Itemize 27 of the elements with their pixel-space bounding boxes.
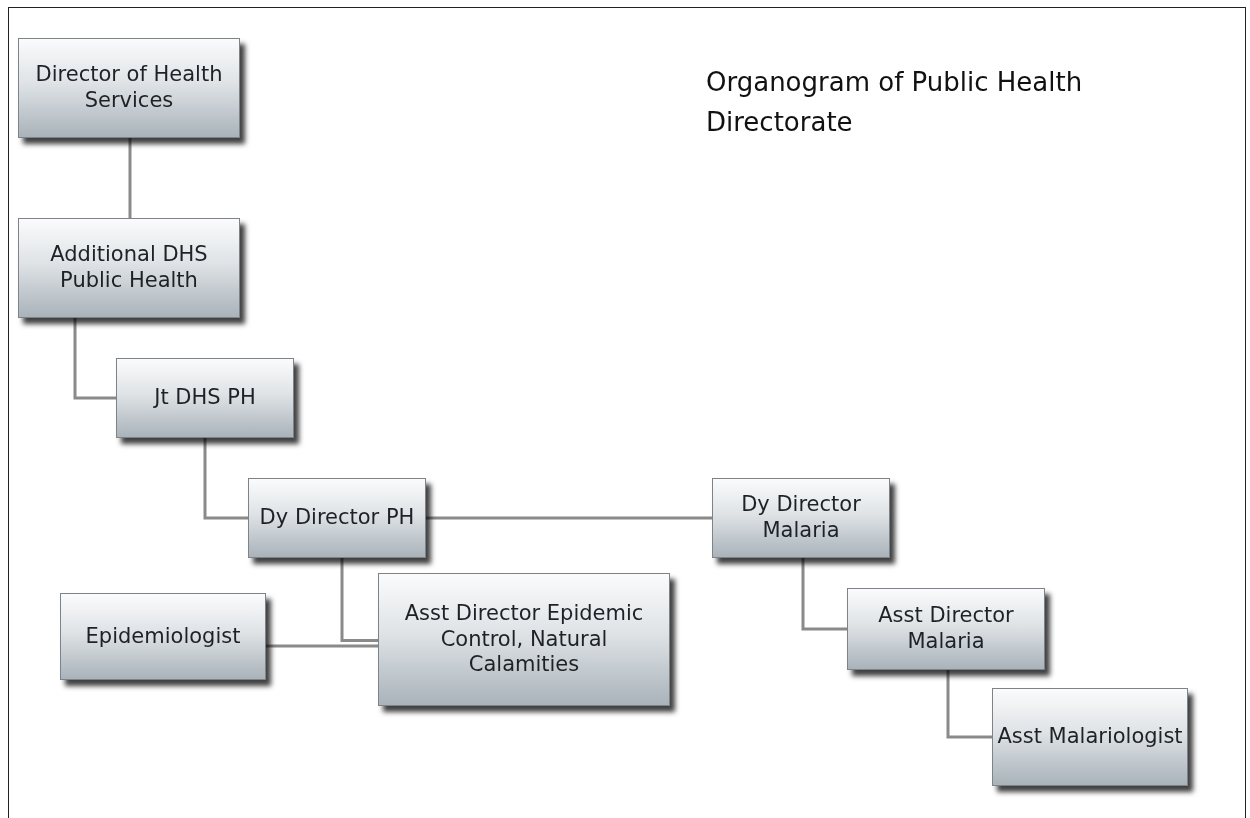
position-title: Dy Director Malaria <box>740 492 862 544</box>
position-title: Dy Director PH <box>259 505 415 531</box>
connector-line <box>340 558 378 642</box>
connector-line <box>266 644 378 648</box>
position-title: Epidemiologist <box>85 623 241 650</box>
position-box <box>992 688 1188 786</box>
position-box <box>116 358 294 438</box>
position-box <box>18 38 240 138</box>
position-box <box>60 593 266 680</box>
connector-line <box>203 438 248 520</box>
position-title: Additional DHS Public Health <box>49 242 209 294</box>
position-box <box>847 588 1045 670</box>
position-box <box>378 573 670 706</box>
position-title: Asst Director Epidemic Control, Natural Calamities <box>403 601 645 678</box>
position-title: Director of Health Services <box>34 62 224 114</box>
connector-line <box>128 138 132 218</box>
connector-line <box>73 318 116 400</box>
position-box <box>248 478 426 558</box>
connector-line <box>801 558 847 631</box>
diagram-title: Organogram of Public Health Directorate <box>706 66 1084 140</box>
position-title: Jt DHS PH <box>154 385 256 411</box>
position-title: Asst Malariologist <box>997 724 1183 750</box>
position-box <box>18 218 240 318</box>
position-box <box>712 478 890 558</box>
position-title: Asst Director Malaria <box>877 603 1015 655</box>
connector-line <box>946 670 992 739</box>
connector-line <box>426 516 712 520</box>
